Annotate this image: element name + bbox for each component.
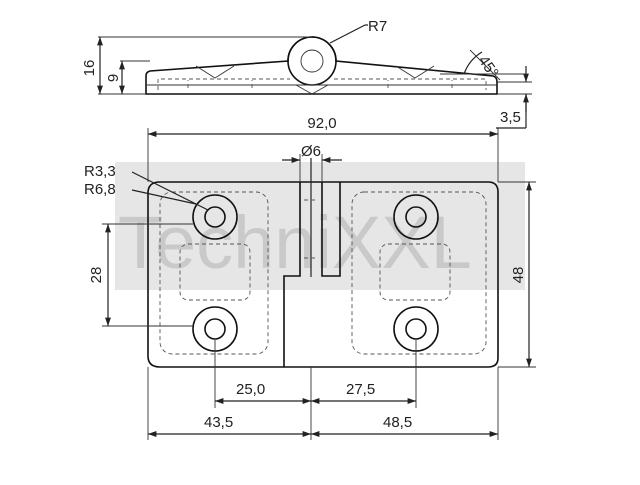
r68-label: R6,8: [84, 181, 116, 198]
dim-28-label: 28: [88, 267, 105, 284]
pin-hidden-lines: [304, 199, 318, 259]
side-view: [145, 36, 498, 95]
pin-circle: [300, 49, 324, 73]
hinge-outline: [147, 181, 499, 368]
right-hidden-pocket: [379, 243, 451, 301]
dim-275-label: 27,5: [346, 381, 375, 398]
dim-435-label: 43,5: [204, 414, 233, 431]
top-view: [147, 158, 499, 368]
hole-bore: [204, 206, 226, 228]
watermark-band: [115, 162, 525, 290]
watermark-text: TechniXXL: [118, 201, 472, 284]
hole-top-right: [393, 194, 439, 240]
dim-92-label: 92,0: [307, 115, 336, 132]
side-view-hidden-lines: [157, 78, 487, 90]
left-hidden-pocket: [179, 243, 251, 301]
dim-9-label: 9: [105, 74, 122, 82]
top-view-dimensions: 92,0 Ø6 R3,3 R6,8 28 48 25,0 27,5: [84, 115, 536, 440]
knuckle-circle: [287, 36, 337, 86]
hole-bore: [204, 318, 226, 340]
dim-25-label: 25,0: [236, 381, 265, 398]
dim-dia-label: Ø6: [301, 143, 321, 160]
hole-countersink: [192, 194, 238, 240]
hole-top-left: [192, 194, 238, 240]
r7-label: R7: [368, 18, 387, 35]
right-hidden-outline: [351, 191, 487, 355]
countersink-marks: [195, 65, 435, 79]
angle-arc: [463, 51, 483, 75]
r68-leader: [131, 189, 197, 205]
side-view-dimensions: 16 9 R7 45° 3,5: [81, 18, 532, 129]
dim-48-label: 48: [510, 267, 527, 284]
knuckle-gap: [295, 84, 329, 95]
dim-485-label: 48,5: [383, 414, 412, 431]
left-hidden-outline: [159, 191, 269, 355]
right-leaf-edge: [321, 182, 341, 277]
left-leaf-edge: [283, 182, 301, 367]
r7-leader: [329, 24, 366, 44]
r33-label: R3,3: [84, 163, 116, 180]
side-view-hidden-ribs: [187, 80, 453, 88]
hole-countersink: [393, 194, 439, 240]
angle-45-label: 45°: [475, 53, 502, 81]
dim-35-label: 3,5: [500, 109, 521, 126]
angle-chamfer-line: [469, 49, 501, 81]
hole-bore: [405, 206, 427, 228]
hole-bore: [405, 318, 427, 340]
watermark: TechniXXL: [115, 162, 525, 290]
dim-16-label: 16: [81, 60, 98, 77]
